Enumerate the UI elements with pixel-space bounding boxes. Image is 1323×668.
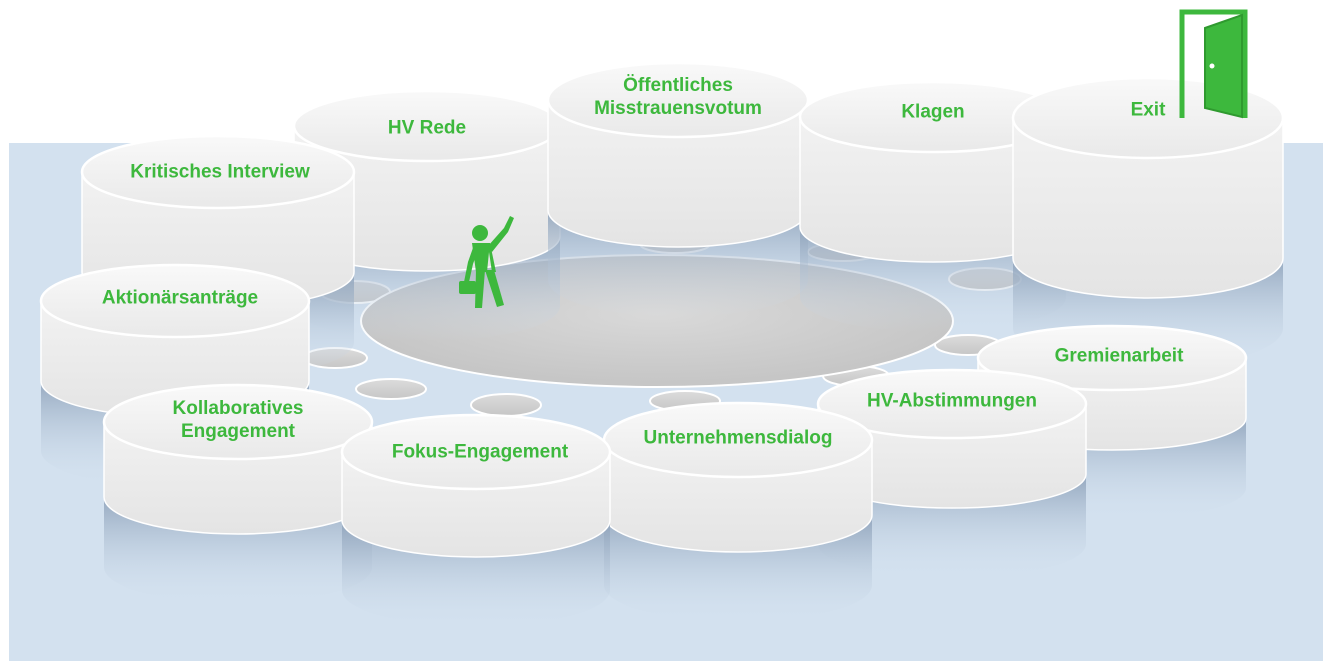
pillar-top [80,134,356,210]
pillar-top [976,324,1248,392]
pillar-label-hv-abstimmungen: HV-Abstimmungen [867,390,1037,412]
pillar-side [1012,117,1284,299]
pillar-reflection [800,227,1066,332]
pillar-label-hv-rede: HV Rede [387,117,467,139]
pillar-fokus-engagement[interactable] [340,413,612,627]
pillar-label-gremienarbeit: Gremienarbeit [1054,345,1184,367]
pillar-reflection [342,520,610,627]
pillar-top [39,263,311,339]
pillar-top [816,368,1088,440]
pillar-hv-rede[interactable] [292,89,562,341]
pillar-oeffentliches-misstrauensvotum[interactable] [546,61,810,317]
pillar-reflection [104,497,372,604]
pillar-hv-abstimmungen[interactable] [816,368,1088,578]
pillar-top [102,383,374,461]
pillar-reflection [818,474,1086,578]
pillar-klagen[interactable] [798,80,1068,332]
businessman-with-briefcase-waving-icon [459,216,514,308]
pillar-label-kollaboratives-engagement: Kollaboratives Engagement [172,398,304,442]
pillar-top [546,61,810,139]
pillar-label-exit: Exit [1130,99,1166,121]
pillar-kollaboratives-engagement[interactable] [102,383,374,604]
pillar-label-aktionaersantraege: Aktionärsanträge [101,287,259,309]
pillar-label-unternehmensdialog: Unternehmensdialog [643,427,833,449]
pillar-label-klagen: Klagen [901,101,965,123]
pillar-unternehmensdialog[interactable] [602,401,874,622]
pillar-reflection [294,236,560,341]
stepping-stone [470,393,542,417]
pillar-reflection [604,515,872,622]
pillar-reflection [548,210,808,317]
pillar-label-kritisches-interview: Kritisches Interview [130,161,310,183]
pillar-label-fokus-engagement: Fokus-Engagement [391,441,569,463]
open-door-icon [1179,9,1248,119]
pillar-top [340,413,612,491]
stepping-stone [355,378,427,400]
pillar-label-oeffentliches-misstrauensvotum: Öffentliches Misstrauensvotum [594,75,762,119]
